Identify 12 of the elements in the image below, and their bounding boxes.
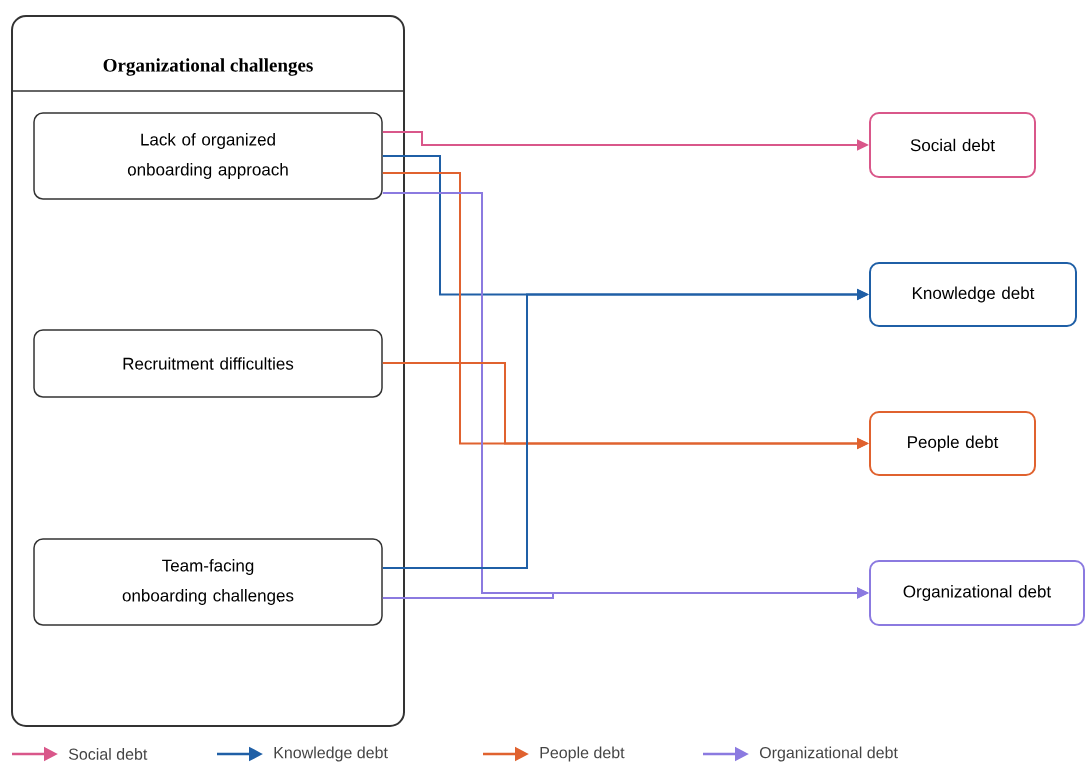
process-box: Social debt: [869, 112, 1036, 178]
legend-label: Organizational debt: [759, 746, 898, 762]
legend-label: Knowledge debt: [274, 746, 388, 762]
group-heading: Organizational challenges: [103, 58, 313, 76]
legend-label: People debt: [540, 746, 625, 762]
process-box: People debt: [869, 411, 1036, 476]
process-box: Lack of organized onboarding approach: [33, 112, 383, 200]
process-box: Team-facing onboarding challenges: [33, 538, 383, 626]
process-box: Knowledge debt: [869, 262, 1077, 327]
process-box: Organizational debt: [869, 560, 1085, 626]
process-box: Recruitment difficulties: [33, 329, 383, 398]
legend-label: Social debt: [68, 748, 148, 760]
